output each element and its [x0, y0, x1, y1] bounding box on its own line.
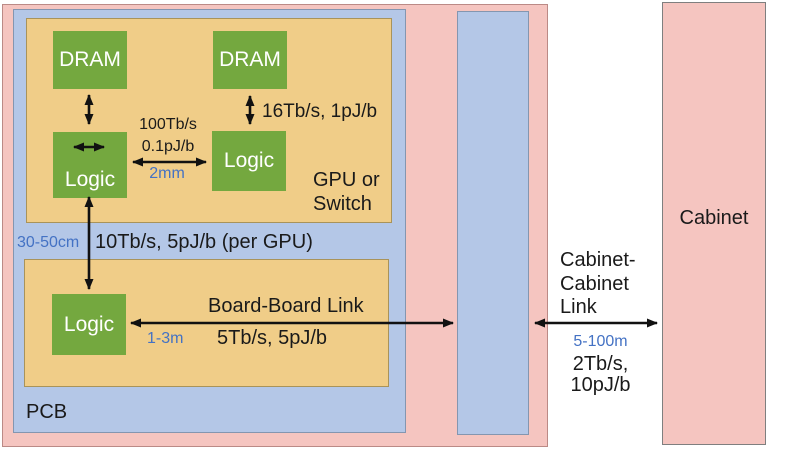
right-cabinet-rect [662, 2, 766, 445]
gpu-switch-label-line1: GPU or [313, 169, 380, 191]
logic-logic-link-spec: 100Tb/s 0.1pJ/b [118, 114, 218, 158]
gpu-board-distance: 30-50cm [17, 234, 80, 251]
logic-chip-1: Logic [53, 132, 127, 198]
logic-logic-energy: 0.1pJ/b [141, 138, 195, 155]
logic-logic-distance: 2mm [149, 165, 185, 182]
cabinet-link-spec-line2: 10pJ/b [570, 374, 631, 396]
board-board-distance: 1-3m [147, 330, 184, 347]
gpu-switch-label: GPU or Switch [313, 168, 380, 216]
logic-chip-3-label: Logic [63, 312, 115, 336]
dram-logic-link-spec: 16Tb/s, 1pJ/b [262, 101, 378, 122]
logic-chip-2: Logic [212, 131, 286, 191]
dram-chip-2: DRAM [213, 31, 287, 89]
gpu-board-link-spec: 10Tb/s, 5pJ/b (per GPU) [95, 231, 313, 253]
cabinet-cabinet-link-title: Cabinet- Cabinet Link [560, 249, 636, 320]
pcb-label: PCB [26, 401, 68, 423]
cabinet-label: Cabinet [679, 207, 749, 229]
cabinet-cabinet-link-spec: 2Tb/s, 10pJ/b [558, 354, 643, 396]
cabinet-cabinet-distance: 5-100m [573, 333, 628, 350]
cabinet-link-title-line1: Cabinet- [560, 249, 636, 271]
logic-chip-2-label: Logic [223, 149, 275, 172]
dram-chip-2-label: DRAM [219, 48, 281, 71]
logic-chip-1-label: Logic [64, 168, 116, 191]
dram-chip-1-label: DRAM [59, 48, 121, 71]
board-board-link-title: Board-Board Link [208, 295, 364, 317]
adjacent-pcb-bar [457, 11, 529, 435]
board-board-link-spec: 5Tb/s, 5pJ/b [217, 327, 328, 349]
cabinet-link-spec-line1: 2Tb/s, [572, 353, 629, 375]
cabinet-link-title-line3: Link [560, 296, 597, 318]
logic-chip-3: Logic [52, 294, 126, 355]
cabinet-link-title-line2: Cabinet [560, 272, 629, 295]
dram-chip-1: DRAM [53, 31, 127, 89]
gpu-switch-label-line2: Switch [313, 193, 372, 215]
logic-logic-bandwidth: 100Tb/s [139, 116, 197, 133]
